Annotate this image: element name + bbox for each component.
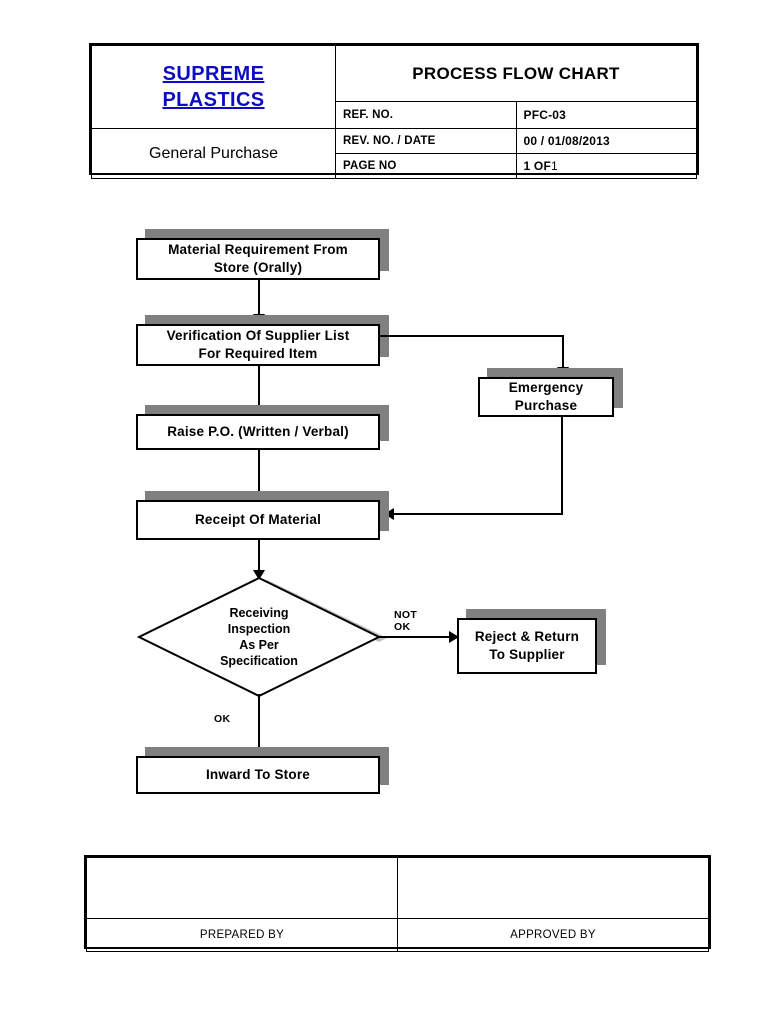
document-title: PROCESS FLOW CHART [335,45,697,102]
connector-raise-po-to-receipt [258,450,260,494]
page-no-current: 1 OF [523,159,551,173]
ref-no-label: REF. NO. [335,101,517,129]
node-raise-po[interactable]: Raise P.O. (Written / Verbal) [136,405,389,450]
edge-label-ok: OK [214,713,231,725]
connector-material-to-verification [258,280,260,316]
document-header-table: SUPREME PLASTICS PROCESS FLOW CHART REF.… [91,45,697,179]
node-receipt-of-material[interactable]: Receipt Of Material [136,491,389,540]
connector-verification-to-emergency-h [380,335,564,337]
node-verification-label: Verification Of Supplier List For Requir… [136,324,380,366]
node-inward-to-store[interactable]: Inward To Store [136,747,389,794]
node-receiving-inspection[interactable]: Receiving Inspection As Per Specificatio… [136,576,387,698]
rev-no-date-value: 00 / 01/08/2013 [515,128,697,154]
page-no-value: 1 OF1 [515,153,697,179]
edge-label-not-ok: NOT OK [394,609,418,633]
logo-line-1: SUPREME [162,63,265,85]
company-logo-cell: SUPREME PLASTICS [91,45,336,129]
node-inward-to-store-label: Inward To Store [136,756,380,794]
rev-no-date-label: REV. NO. / DATE [335,128,517,154]
connector-receipt-to-inspection [258,540,260,578]
node-material-requirement[interactable]: Material Requirement From Store (Orally) [136,229,389,280]
node-raise-po-label: Raise P.O. (Written / Verbal) [136,414,380,450]
node-material-requirement-label: Material Requirement From Store (Orally) [136,238,380,280]
node-emergency-purchase-label: Emergency Purchase [478,377,614,417]
arrowhead-right-reject [449,631,459,643]
decision-diamond-shape [136,576,387,698]
connector-verification-to-raise-po [258,366,260,408]
page-no-label: PAGE NO [335,153,517,179]
connector-emergency-to-receipt-v [561,417,563,515]
connector-verification-to-emergency-v [562,335,564,369]
approved-by-caption: APPROVED BY [397,918,709,952]
node-reject-return-label: Reject & Return To Supplier [457,618,597,674]
document-subject: General Purchase [91,128,336,179]
connector-inspection-to-reject [379,636,451,638]
node-reject-return-supplier[interactable]: Reject & Return To Supplier [457,609,606,674]
signature-table: PREPARED BY APPROVED BY [86,857,709,952]
logo-line-2: PLASTICS [162,89,265,111]
approved-by-signature-cell[interactable] [397,857,709,919]
prepared-by-caption: PREPARED BY [86,918,398,952]
arrowhead-down-inspection [253,570,265,580]
node-receipt-of-material-label: Receipt Of Material [136,500,380,540]
connector-emergency-to-receipt-h [394,513,563,515]
arrowhead-left-receipt [384,508,394,520]
node-receiving-inspection-label: Receiving Inspection As Per Specificatio… [220,606,298,668]
page-no-total: 1 [550,159,558,173]
connector-inspection-to-inward [258,694,260,752]
node-verification-supplier-list[interactable]: Verification Of Supplier List For Requir… [136,315,389,366]
node-emergency-purchase[interactable]: Emergency Purchase [478,368,623,417]
prepared-by-signature-cell[interactable] [86,857,398,919]
